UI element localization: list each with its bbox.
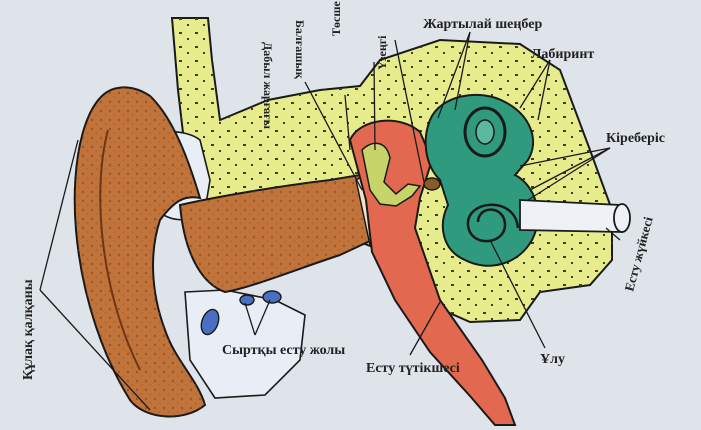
label-anvil: Төсше: [329, 1, 343, 36]
label-eardrum: Дабыл жарғағы: [261, 42, 275, 130]
label-hammer: Балғашық: [293, 20, 307, 79]
label-eustachian-tube: Есту түтікшесі: [366, 361, 460, 376]
label-ear-canal: Сыртқы есту жолы: [222, 343, 345, 358]
label-stirrup: Үзеңгі: [375, 35, 389, 70]
label-vestibule: Кіреберіс: [606, 131, 665, 146]
label-cochlea: Ұлу: [540, 352, 565, 367]
label-auricle: Құлақ қалқаны: [21, 279, 36, 380]
auditory-nerve: [520, 200, 622, 232]
label-semicircular: Жартылай шеңбер: [423, 17, 542, 32]
label-labyrinth: Лабиринт: [531, 47, 594, 62]
